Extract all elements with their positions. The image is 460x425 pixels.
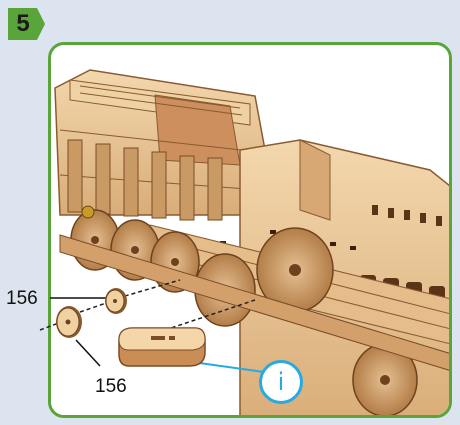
- brass-detail: [82, 206, 94, 218]
- wooden-block-part-icon: [115, 322, 207, 372]
- info-symbol: i: [278, 368, 285, 396]
- step-number: 5: [8, 8, 38, 40]
- wheel-part-upper: [103, 286, 129, 316]
- locomotive-illustration: [48, 42, 452, 418]
- step-badge: 5: [8, 8, 46, 40]
- tender: [55, 70, 265, 220]
- part-number-label-left: 156: [6, 288, 38, 310]
- info-icon[interactable]: i: [259, 360, 303, 404]
- part-number-label-bottom: 156: [95, 376, 127, 398]
- illustration-panel: [48, 42, 452, 418]
- wheel-part-lower: [54, 304, 84, 340]
